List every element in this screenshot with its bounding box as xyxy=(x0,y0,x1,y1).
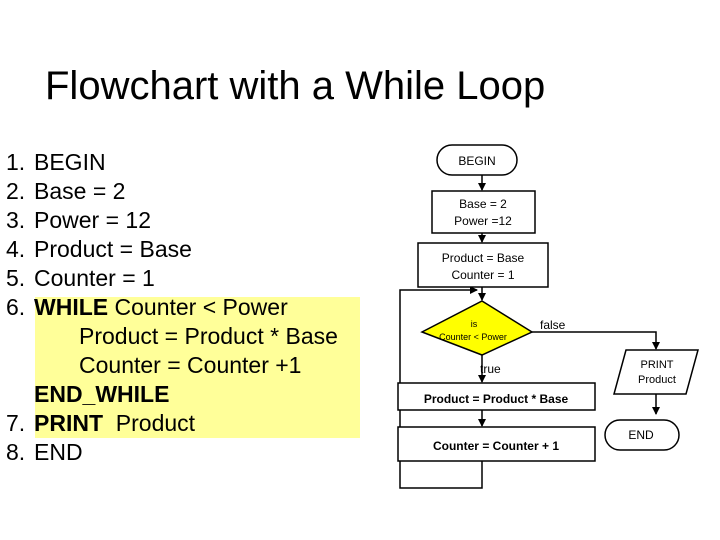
pseudocode-line-6: 6.WHILE Counter < Power xyxy=(6,294,288,320)
loop-box-counter-label: Counter = Counter + 1 xyxy=(433,439,559,453)
decision-diamond xyxy=(420,300,534,356)
begin-label: BEGIN xyxy=(458,154,495,168)
init-box-line-1: Base = 2 xyxy=(459,197,507,211)
pseudocode-line-8: 8.END xyxy=(6,439,83,465)
flowchart-connectors xyxy=(399,175,660,489)
pseudocode-line-end-while: END_WHILE xyxy=(34,381,170,407)
pseudocode-line-4: 4.Product = Base xyxy=(6,236,192,262)
print-label-line-2: Product xyxy=(638,374,676,386)
decision-label-line-1: is xyxy=(471,319,478,329)
init-box-line-2: Power =12 xyxy=(454,214,512,228)
pseudocode-list: 1.BEGIN 2.Base = 2 3.Power = 12 4.Produc… xyxy=(6,148,338,467)
print-label-line-1: PRINT xyxy=(641,359,674,371)
pseudocode-line-2: 2.Base = 2 xyxy=(6,178,126,204)
pseudocode-line-3: 3.Power = 12 xyxy=(6,207,151,233)
slide-title: Flowchart with a While Loop xyxy=(45,64,546,108)
init-box-base-power xyxy=(431,190,536,234)
init2-box-line-1: Product = Base xyxy=(442,251,525,265)
loop-box-counter xyxy=(397,426,596,462)
begin-terminator xyxy=(436,144,518,176)
loop-box-product xyxy=(397,382,596,411)
arrow-loop-back xyxy=(399,286,483,489)
end-terminator xyxy=(604,419,680,451)
init-box-product-counter xyxy=(417,242,549,288)
arrow-false-to-print xyxy=(532,331,660,350)
init2-box-line-2: Counter = 1 xyxy=(451,268,514,282)
pseudocode-line-loop-body-2: Counter = Counter +1 xyxy=(79,352,302,378)
print-output-shape xyxy=(613,349,699,395)
pseudocode-line-7: 7.PRINT Product xyxy=(6,410,196,436)
pseudocode-line-loop-body-1: Product = Product * Base xyxy=(79,323,338,349)
pseudocode-line-1: 1.BEGIN xyxy=(6,149,106,175)
decision-label-line-2: Counter < Power xyxy=(439,332,507,342)
false-label: false xyxy=(540,318,566,332)
pseudocode-line-5: 5.Counter = 1 xyxy=(6,265,155,291)
loop-box-product-label: Product = Product * Base xyxy=(424,392,569,406)
end-label: END xyxy=(628,428,654,442)
true-label: true xyxy=(480,362,501,376)
loop-highlight xyxy=(35,297,360,438)
